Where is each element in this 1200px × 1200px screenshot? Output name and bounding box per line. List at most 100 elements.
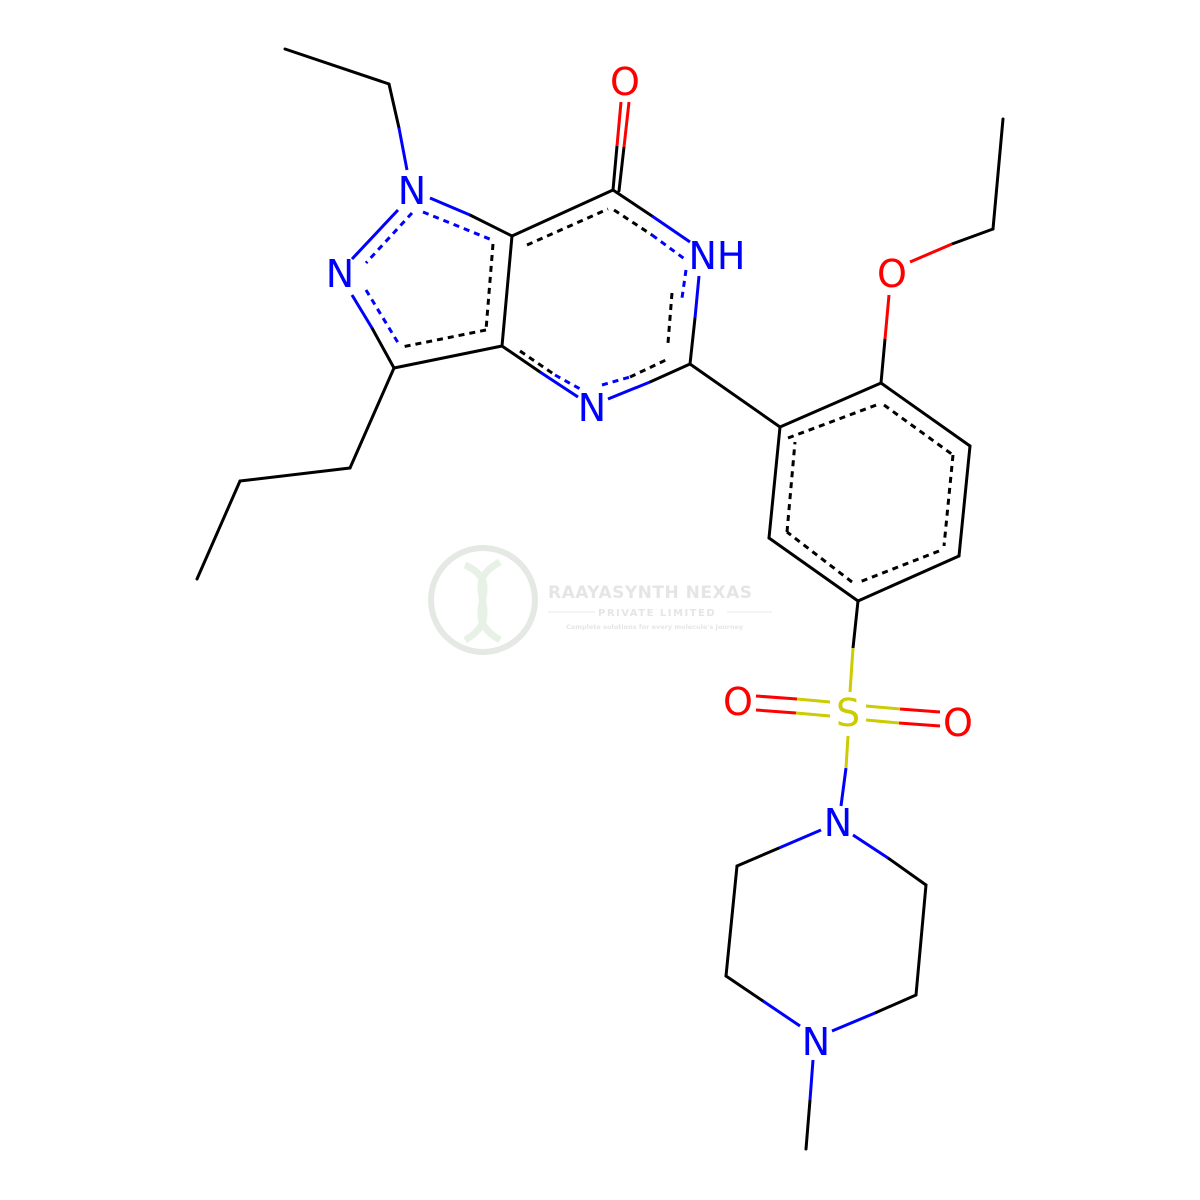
bond — [778, 828, 822, 850]
atom-n-pyrimidine: N — [578, 386, 606, 430]
atom-n-piperazine-1: N — [824, 801, 852, 845]
bond — [688, 362, 782, 429]
bond — [392, 344, 504, 370]
bond — [238, 466, 352, 483]
aromatic-bond — [651, 233, 687, 262]
nitrogen-dashed-bonds — [364, 210, 688, 392]
aromatic-bond — [787, 402, 880, 440]
bond — [950, 227, 995, 246]
bond — [615, 101, 623, 147]
bond — [611, 144, 619, 192]
bond — [283, 47, 391, 86]
atom-nh: NH — [689, 234, 746, 278]
bond — [468, 213, 514, 238]
atom-o-ether: O — [877, 252, 907, 296]
bond — [387, 82, 401, 130]
bond — [688, 316, 697, 366]
watermark-logo-icon — [428, 545, 538, 655]
bond — [879, 381, 972, 448]
carbon-bonds — [195, 47, 1005, 1151]
bond — [796, 697, 831, 704]
bond — [899, 707, 941, 714]
bond — [898, 721, 941, 728]
aromatic-bond — [883, 403, 954, 457]
bond — [844, 735, 850, 769]
bond — [886, 856, 928, 887]
bond — [607, 380, 651, 401]
aromatic-bond — [526, 207, 609, 247]
atom-n-piperazine-4: N — [802, 1020, 830, 1064]
bond — [500, 344, 542, 374]
bond — [909, 242, 953, 264]
bond — [957, 444, 972, 558]
atom-n1: N — [398, 169, 426, 213]
aromatic-bond — [484, 243, 495, 331]
aromatic-bond — [401, 328, 487, 349]
bond — [873, 993, 918, 1015]
bond — [865, 718, 900, 725]
atom-o-carbonyl: O — [610, 60, 640, 104]
bond — [755, 694, 798, 701]
atom-o-sulfonyl-left: O — [723, 680, 753, 724]
aromatic-bond — [601, 375, 631, 387]
bond — [883, 294, 891, 340]
atom-s: S — [836, 691, 860, 735]
bond — [851, 599, 860, 650]
bond — [348, 366, 396, 470]
bond — [429, 196, 471, 217]
atom-o-sulfonyl-right: O — [943, 701, 973, 745]
bond — [648, 362, 692, 384]
bond — [735, 846, 781, 868]
aromatic-bond — [613, 208, 653, 237]
bond — [879, 337, 887, 385]
bond — [762, 999, 801, 1028]
bond — [622, 101, 631, 148]
bond — [693, 275, 701, 319]
sulfur-bonds — [795, 647, 901, 769]
watermark-tagline: Complete solutions for every molecule's … — [566, 623, 744, 631]
aromatic-bond — [519, 349, 556, 377]
bond — [350, 208, 400, 261]
aromatic-bond — [786, 530, 853, 584]
bond — [617, 145, 626, 193]
aromatic-bond — [942, 454, 955, 547]
bond — [500, 234, 514, 348]
bond — [808, 1059, 815, 1101]
bond — [848, 647, 855, 693]
watermark-title: RAAYASYNTH NEXAS — [548, 583, 753, 603]
oxygen-bonds — [615, 101, 953, 728]
aromatic-bond — [785, 441, 797, 533]
bond — [865, 704, 901, 711]
bond — [991, 117, 1005, 231]
aromatic-bond — [856, 549, 940, 585]
bond — [852, 833, 889, 860]
aromatic-bond — [680, 269, 688, 299]
bond — [724, 864, 739, 978]
dna-helix-icon — [463, 558, 502, 644]
bond — [767, 536, 860, 603]
bond — [755, 708, 797, 715]
bond — [611, 188, 654, 218]
aromatic-bond — [364, 211, 414, 265]
bond — [370, 326, 396, 370]
aromatic-dashed-bonds — [401, 207, 955, 585]
bond — [724, 974, 765, 1003]
aromatic-bond — [422, 210, 493, 242]
bond — [195, 479, 242, 581]
bond — [831, 1011, 876, 1033]
bond — [804, 1098, 812, 1151]
aromatic-bond — [364, 289, 402, 347]
bond — [350, 294, 374, 329]
bond — [651, 214, 691, 244]
watermark: RAAYASYNTH NEXAS PRIVATE LIMITED Complet… — [428, 545, 772, 655]
nitrogen-bonds — [350, 127, 889, 1101]
aromatic-bond — [629, 357, 669, 379]
bond — [510, 188, 615, 238]
atom-labels: N N NH N O O S O O N N — [326, 60, 973, 1064]
bond — [397, 127, 409, 171]
bond — [914, 883, 928, 997]
bond — [767, 425, 782, 540]
watermark-subtitle: PRIVATE LIMITED — [598, 608, 716, 619]
bond — [778, 381, 883, 429]
